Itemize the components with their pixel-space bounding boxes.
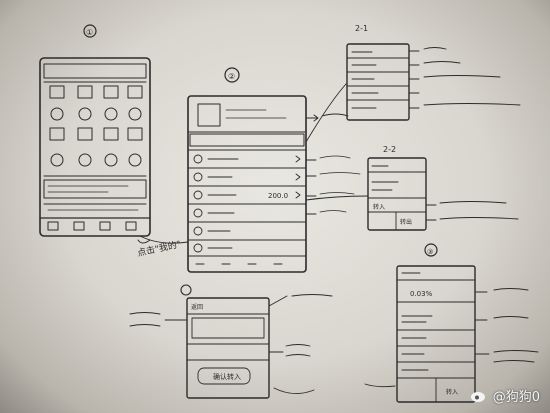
screen-2-2-sketch: 2-2 转入 转出: [367, 145, 519, 231]
watermark-text: @狗狗0: [492, 390, 540, 405]
screen-2-sketch: ② 200.0: [187, 67, 361, 273]
weibo-icon: [470, 391, 485, 402]
balance-value: 200.0: [268, 192, 288, 200]
screen-1-number: ①: [86, 28, 93, 37]
screen-3-sketch: ③ 0.03% 转入: [364, 243, 539, 403]
confirm-transfer-button: 确认转入: [213, 372, 241, 381]
screen-2-number: ②: [228, 72, 235, 81]
screen-2-2-transfer-in: 转入: [373, 203, 385, 211]
return-label: 返回: [191, 304, 203, 311]
click-mine-callout: 点击"我的": [136, 238, 182, 259]
weibo-watermark: @狗狗0: [470, 386, 540, 405]
screen-3-transfer-in: 转入: [446, 388, 458, 396]
screen-2-1-number: 2-1: [355, 24, 368, 33]
screen-2-2-number: 2-2: [383, 145, 396, 154]
screen-2-2-transfer-out: 转出: [400, 218, 412, 226]
screen-2-1-sketch: 2-1: [346, 24, 521, 121]
screen-4-sketch: 返回 确认转入: [129, 284, 333, 399]
screen-3-number: ③: [427, 248, 433, 256]
screen-1-sketch: ①: [39, 24, 182, 259]
rate-value: 0.03%: [410, 290, 433, 298]
